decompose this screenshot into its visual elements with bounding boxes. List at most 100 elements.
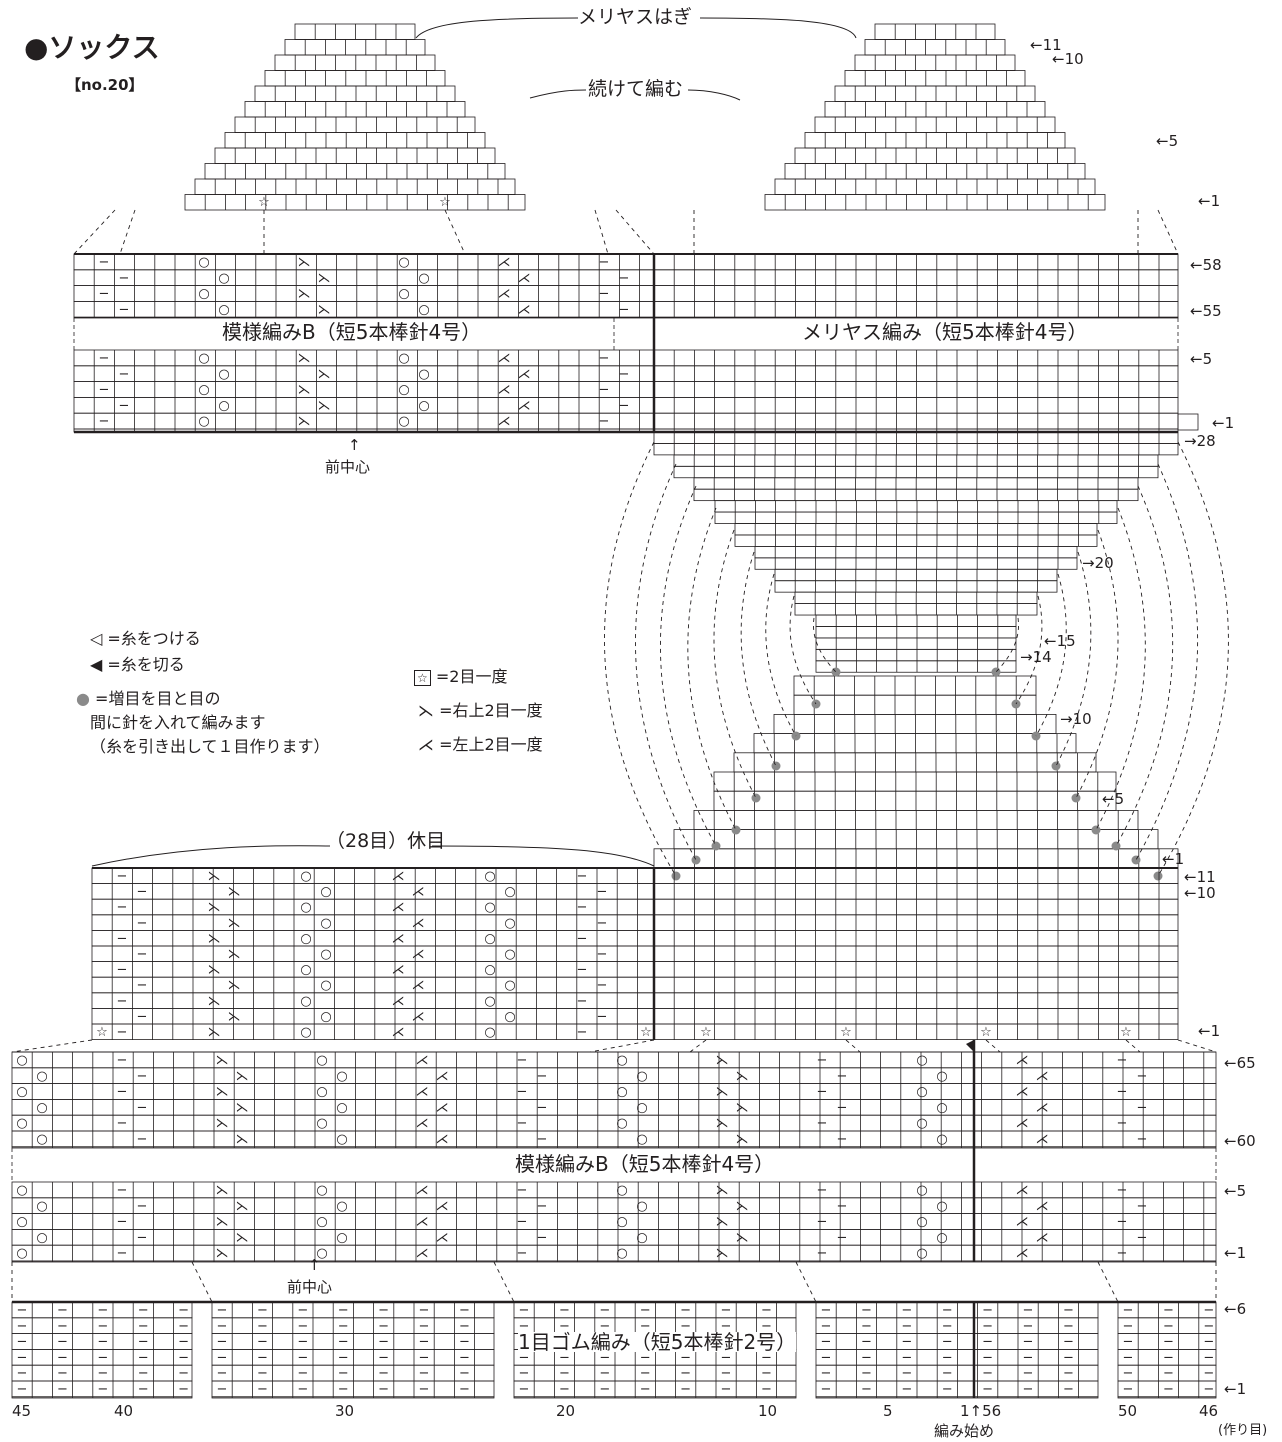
heel-flap — [754, 557, 1078, 570]
ssk-icon: ⋋ — [418, 701, 440, 720]
connector-arc — [660, 485, 717, 847]
stitch-symbol: − — [99, 414, 110, 429]
stitch-symbol: − — [97, 1382, 108, 1397]
instep-pattern-b-top — [73, 285, 655, 302]
stitch-symbol: ○ — [300, 1025, 311, 1040]
connector-arc — [995, 617, 1019, 673]
stockinette-lower — [653, 1023, 1179, 1040]
stitch-symbol: ☆ — [258, 195, 270, 210]
stitch-symbol: − — [257, 1319, 268, 1334]
toe-right — [864, 39, 1006, 56]
stitch-symbol: − — [837, 1069, 848, 1084]
stitch-symbol: − — [721, 1303, 732, 1318]
stitch-symbol: − — [837, 1199, 848, 1214]
stitch-symbol: − — [1123, 1350, 1134, 1365]
stitch-symbol: ○ — [616, 1116, 627, 1131]
stitch-symbol: − — [837, 1230, 848, 1245]
stitch-symbol: − — [680, 1303, 691, 1318]
connector-arc — [713, 529, 757, 799]
connector-arc — [1157, 441, 1229, 877]
stitch-symbol: − — [559, 1366, 570, 1381]
row-mark: ←10 — [1184, 884, 1216, 902]
stitch-symbol: ⋋ — [716, 1215, 729, 1230]
stitch-symbol: − — [597, 947, 608, 962]
stitch-symbol: − — [519, 1366, 530, 1381]
stitch-symbol: − — [817, 1116, 828, 1131]
stitch-symbol: ○ — [218, 302, 229, 317]
stitch-symbol: ○ — [218, 367, 229, 382]
stitch-symbol: − — [1203, 1303, 1214, 1318]
stitch-symbol: − — [821, 1382, 832, 1397]
stitch-symbol: − — [378, 1303, 389, 1318]
stitch-symbol: − — [1137, 1069, 1148, 1084]
increase-dot — [1153, 871, 1163, 881]
stitch-symbol: − — [680, 1382, 691, 1397]
stitch-symbol: ⋌ — [1016, 1215, 1029, 1230]
stitch-symbol: − — [559, 1350, 570, 1365]
stitch-symbol: ⋋ — [716, 1246, 729, 1261]
connector-dash — [444, 209, 466, 255]
legend-attach: ◁ =糸をつける — [90, 629, 201, 648]
stitch-symbol: − — [297, 1335, 308, 1350]
stitch-symbol: − — [1163, 1335, 1174, 1350]
stitch-symbol: ○ — [320, 885, 331, 900]
stitch-symbol: ○ — [936, 1100, 947, 1115]
stitch-symbol: − — [599, 1319, 610, 1334]
stitch-symbol: ⋋ — [716, 1183, 729, 1198]
row-mark: ←10 — [1052, 50, 1084, 68]
toe-left — [254, 85, 456, 102]
stitch-symbol: − — [982, 1350, 993, 1365]
stitch-symbol: − — [117, 900, 128, 915]
stitch-symbol: − — [942, 1335, 953, 1350]
stitch-symbol: − — [1117, 1085, 1128, 1100]
connector-dash — [1097, 1261, 1119, 1303]
stitch-symbol: ☆ — [840, 1025, 852, 1040]
stitch-symbol: ⋌ — [416, 1085, 429, 1100]
stitch-symbol: ⋋ — [298, 287, 311, 302]
stitch-symbol: − — [257, 1382, 268, 1397]
increase-dot-icon: ● — [76, 689, 96, 708]
stitch-symbol: ○ — [198, 255, 209, 270]
stitch-symbol: ○ — [636, 1100, 647, 1115]
stitch-symbol: − — [1163, 1319, 1174, 1334]
stitch-symbol: ○ — [36, 1199, 47, 1214]
stitch-symbol: − — [619, 398, 630, 413]
stitch-symbol: − — [97, 1319, 108, 1334]
stitch-symbol: − — [17, 1303, 28, 1318]
toe-left — [214, 147, 496, 164]
legend-cut: ◀ =糸を切る — [90, 655, 185, 674]
stitch-symbol: − — [901, 1319, 912, 1334]
stitch-symbol: − — [1163, 1303, 1174, 1318]
stitch-symbol: ○ — [320, 947, 331, 962]
stitch-symbol: − — [1023, 1382, 1034, 1397]
stitch-symbol: − — [1023, 1350, 1034, 1365]
cut-yarn-icon: ◀ — [90, 655, 108, 674]
pattern-b-hold — [91, 976, 655, 994]
stitch-symbol: ○ — [636, 1230, 647, 1245]
stitch-symbol: − — [99, 351, 110, 366]
stitch-symbol: − — [599, 255, 610, 270]
stitch-symbol: − — [1117, 1116, 1128, 1131]
stitch-symbol: − — [57, 1366, 68, 1381]
stitch-symbol: ⋌ — [412, 947, 425, 962]
bracket-line — [431, 845, 655, 867]
connector-arc — [1035, 573, 1067, 737]
row-mark: →20 — [1082, 554, 1114, 572]
stitch-symbol: ⋋ — [208, 1025, 221, 1040]
stitch-symbol: ○ — [936, 1230, 947, 1245]
stitch-symbol: ⋌ — [1036, 1100, 1049, 1115]
row-mark: ←1 — [1224, 1380, 1247, 1398]
stitch-symbol: ○ — [300, 994, 311, 1009]
stitch-symbol: − — [640, 1366, 651, 1381]
stitch-symbol: − — [599, 351, 610, 366]
stitch-symbol: − — [537, 1132, 548, 1147]
stitch-symbol: ○ — [916, 1085, 927, 1100]
stitch-symbol: ○ — [504, 947, 515, 962]
stitch-symbol: − — [982, 1319, 993, 1334]
stitch-symbol: − — [559, 1382, 570, 1397]
heel-flap — [815, 614, 1017, 627]
stitch-symbol: ⋌ — [412, 978, 425, 993]
increase-dot — [1051, 761, 1061, 771]
stitch-symbol: ⋋ — [208, 994, 221, 1009]
graft-bracket — [415, 17, 579, 39]
